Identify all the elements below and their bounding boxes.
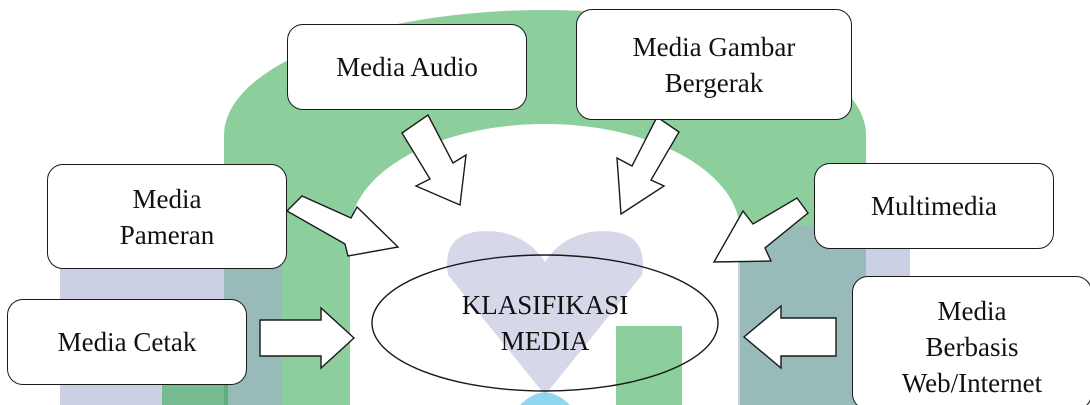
node-media-berbasis-web-line-2: Berbasis bbox=[925, 332, 1019, 362]
node-media-audio-label: Media Audio bbox=[336, 52, 478, 82]
node-media-berbasis-web: Media Berbasis Web/Internet bbox=[852, 276, 1090, 405]
node-multimedia: Multimedia bbox=[814, 163, 1054, 249]
center-label-line-1: KLASIFIKASI bbox=[461, 290, 629, 320]
node-media-gambar-bergerak: Media Gambar Bergerak bbox=[576, 9, 852, 120]
watermark-blue-heart bbox=[447, 231, 643, 395]
node-media-cetak: Media Cetak bbox=[7, 299, 247, 385]
node-media-pameran-line-2: Pameran bbox=[119, 219, 215, 250]
arrow-media-pameran bbox=[285, 195, 400, 257]
node-media-gambar-bergerak-line-2: Bergerak bbox=[664, 67, 764, 98]
center-ellipse bbox=[371, 254, 719, 392]
center-ellipse-label: KLASIFIKASI MEDIA bbox=[372, 255, 718, 391]
node-media-cetak-label: Media Cetak bbox=[57, 327, 197, 357]
arrow-media-berbasis-web bbox=[742, 304, 837, 370]
node-media-berbasis-web-line-1: Media bbox=[937, 296, 1007, 326]
node-media-audio: Media Audio bbox=[287, 24, 527, 110]
node-media-pameran: Media Pameran bbox=[47, 164, 287, 269]
arrow-media-gambar-bergerak bbox=[616, 115, 680, 216]
node-media-pameran-line-1: Media bbox=[132, 183, 202, 214]
node-media-berbasis-web-line-3: Web/Internet bbox=[901, 368, 1043, 398]
watermark-green-right-pillar bbox=[616, 326, 682, 405]
arrow-media-audio bbox=[401, 113, 467, 207]
arrow-multimedia bbox=[712, 197, 809, 263]
node-media-gambar-bergerak-line-1: Media Gambar bbox=[632, 31, 796, 62]
center-label-line-2: MEDIA bbox=[500, 326, 590, 356]
arrow-media-cetak bbox=[259, 306, 356, 370]
watermark-cyan-drop bbox=[520, 392, 570, 405]
node-multimedia-label: Multimedia bbox=[871, 191, 997, 221]
